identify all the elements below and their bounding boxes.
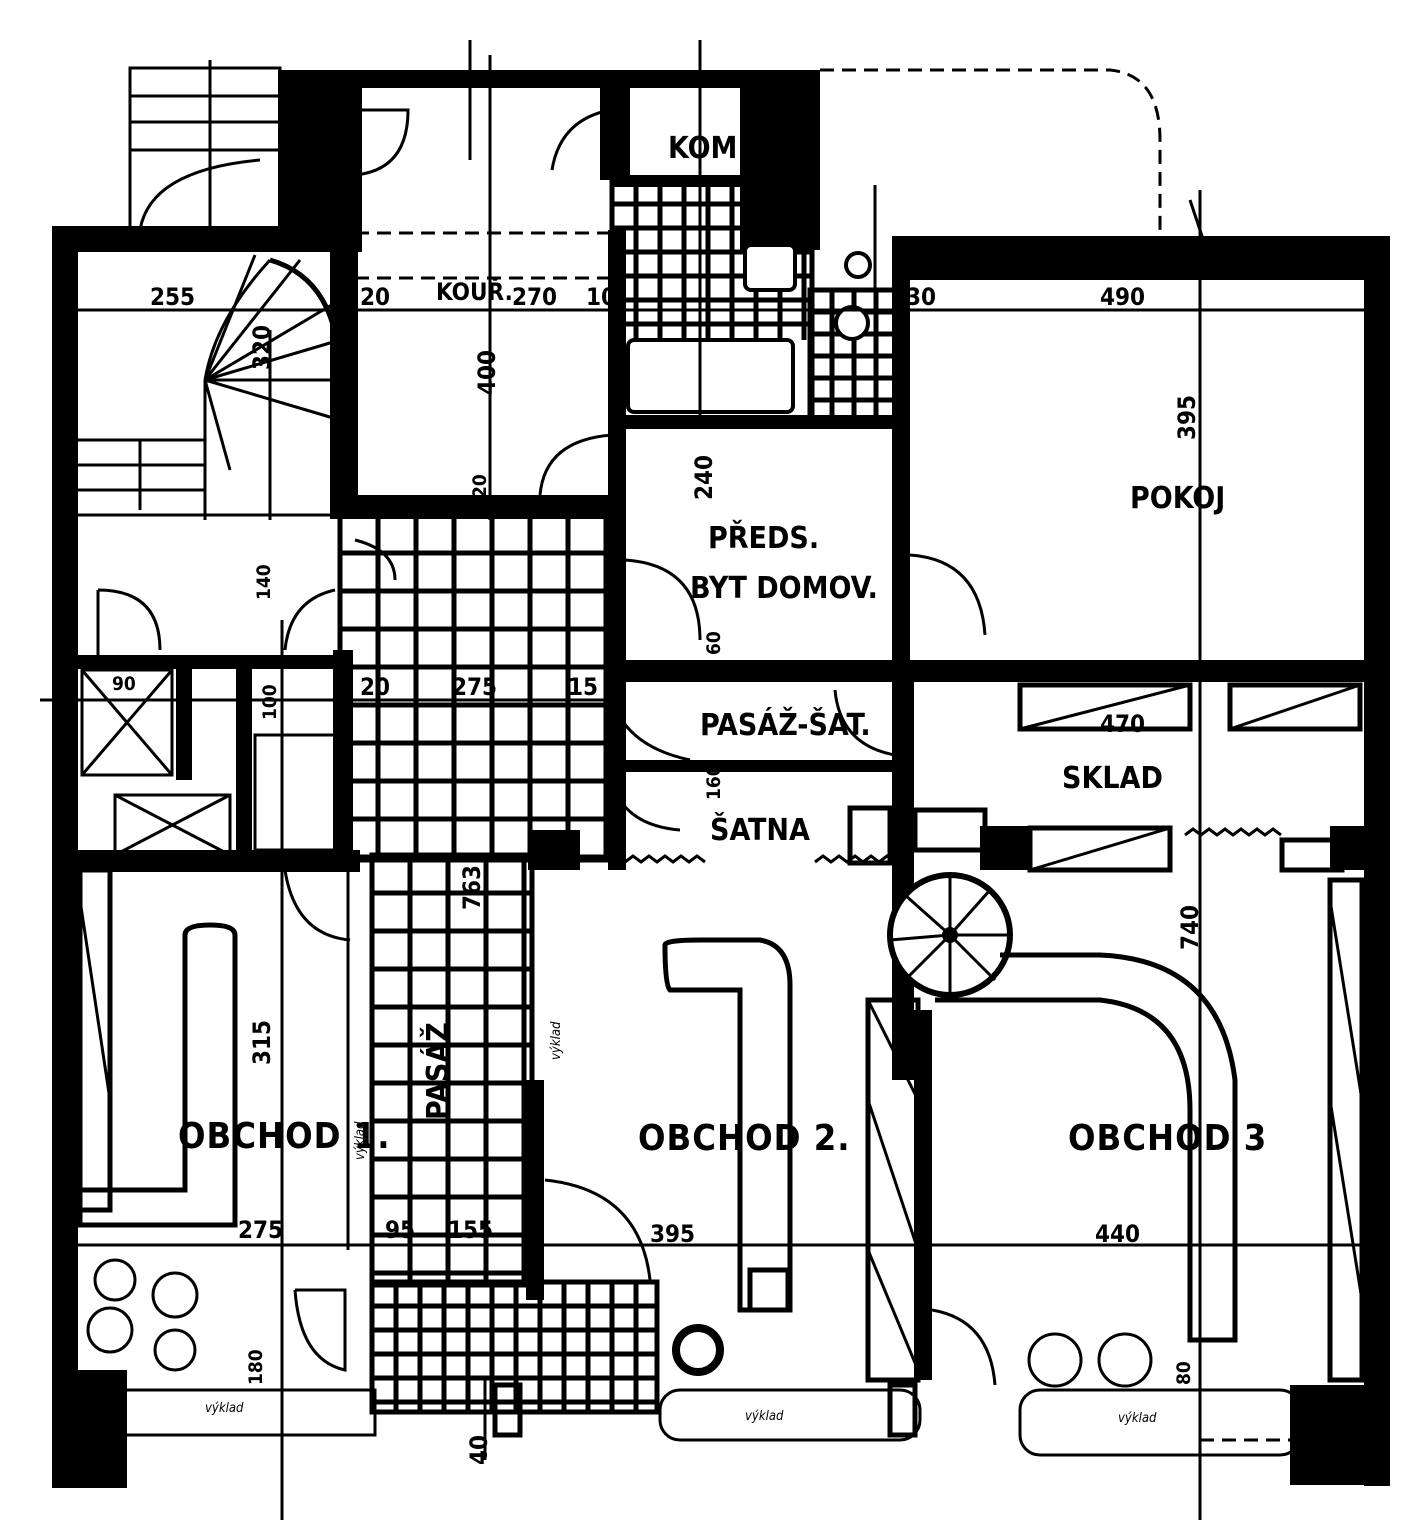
dim-440: 440 [1095, 1220, 1140, 1248]
label-pasaz-sat: PASÁŽ-ŠAT. [700, 706, 871, 743]
label-sklad: SKLAD [1062, 761, 1163, 796]
label-vyklad-1: výklad [205, 1401, 244, 1416]
dim-60: 60 [703, 631, 725, 655]
dim-740: 740 [1176, 905, 1204, 950]
dimension-lines [40, 40, 1390, 1520]
dim-270: 270 [512, 283, 557, 311]
dim-100: 100 [259, 684, 281, 720]
label-pasaz: PASÁŽ [420, 1022, 456, 1120]
wall-glazing [624, 762, 1282, 864]
dim-30: 30 [906, 283, 936, 311]
dim-395-bottom: 395 [650, 1220, 695, 1248]
label-kom: KOM. [668, 131, 748, 166]
label-obchod-2: OBCHOD 2. [638, 1118, 851, 1159]
dim-140: 140 [253, 564, 275, 600]
door-swings [96, 108, 997, 1386]
dim-275-pass: 275 [452, 673, 497, 701]
label-satna: ŠATNA [710, 811, 810, 848]
label-byt-domov: BYT DOMOV. [690, 571, 878, 606]
dim-315: 315 [248, 1020, 276, 1065]
label-vyklad-3: výklad [1118, 1411, 1157, 1426]
dim-400: 400 [473, 350, 501, 395]
dim-15: 15 [568, 673, 598, 701]
shop-furniture [77, 668, 1365, 1457]
dim-80: 80 [1173, 1361, 1195, 1385]
dim-90: 90 [112, 673, 136, 695]
passage-tile-grid [337, 512, 660, 1415]
bathroom-tiles [609, 177, 903, 423]
dim-10: 10 [586, 283, 616, 311]
label-pokoj: POKOJ [1130, 481, 1225, 516]
dim-320: 320 [248, 325, 276, 370]
dim-20-pass: 20 [360, 673, 390, 701]
dim-275-bottom: 275 [238, 1216, 283, 1244]
dim-20-top: 20 [360, 283, 390, 311]
label-vyklad-2: výklad [745, 1409, 784, 1424]
dim-20-mid: 20 [469, 474, 491, 498]
room-labels: KOM. KOUŘ. PŘEDS. BYT DOMOV. POKOJ PASÁŽ… [178, 131, 1267, 1426]
dim-180: 180 [245, 1349, 267, 1385]
dim-470: 470 [1100, 710, 1145, 738]
label-obchod-1: OBCHOD 1. [178, 1116, 391, 1157]
dim-490: 490 [1100, 283, 1145, 311]
dim-160: 160 [703, 764, 725, 800]
label-vyklad-4: výklad [549, 1021, 564, 1060]
dim-40: 40 [465, 1435, 493, 1465]
dim-395-top: 395 [1173, 395, 1201, 440]
dim-240: 240 [690, 455, 718, 500]
dim-155: 155 [448, 1216, 493, 1244]
dim-763: 763 [458, 865, 486, 910]
label-preds: PŘEDS. [708, 520, 819, 556]
label-wc: WC [313, 159, 335, 190]
label-obchod-3: OBCHOD 3 [1068, 1118, 1267, 1159]
spiral-staircase [887, 872, 1013, 998]
label-kouri: KOUŘ. [436, 277, 513, 306]
dashed-lines [355, 68, 1360, 1442]
dimension-labels: 255 20 270 10 30 490 400 395 240 320 20 … [112, 283, 1204, 1465]
label-vyklad-5: výklad [353, 1121, 368, 1160]
dim-255: 255 [150, 283, 195, 311]
dim-95: 95 [385, 1216, 415, 1244]
main-staircase [70, 60, 343, 520]
